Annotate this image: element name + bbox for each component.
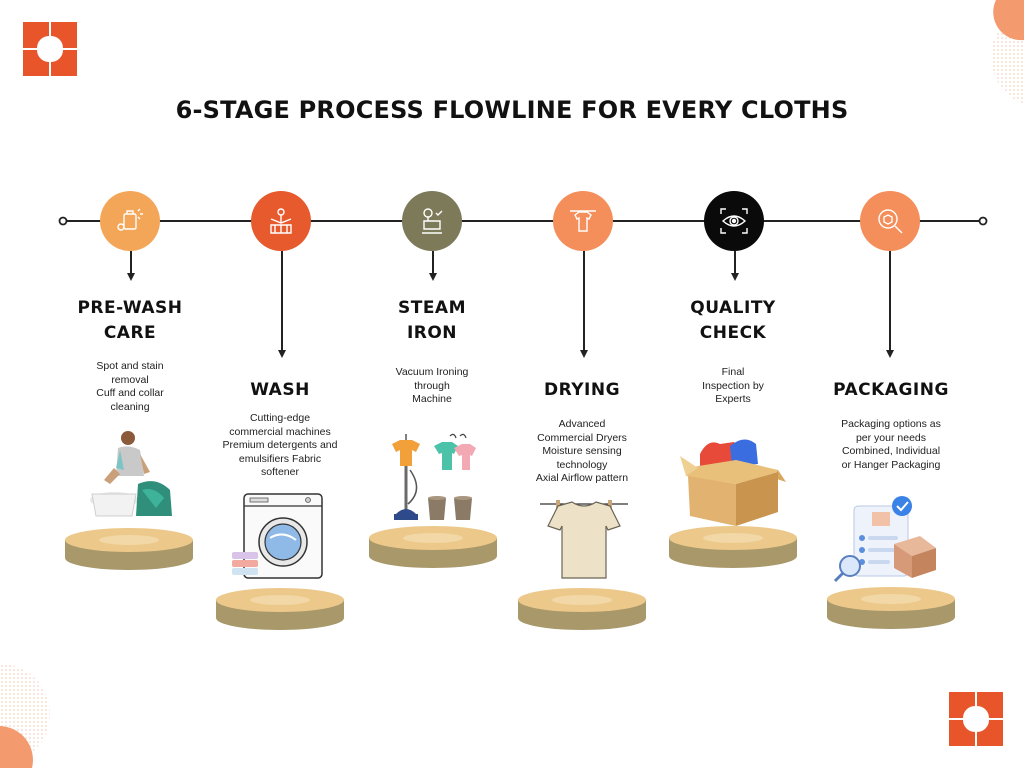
stage-5-circle — [704, 191, 764, 251]
stage-1-circle — [100, 191, 160, 251]
stage-6-arrow — [886, 350, 894, 358]
drying-icon — [570, 210, 596, 232]
stage-4-title: DRYING — [543, 380, 621, 400]
stage-6-connector — [889, 251, 891, 350]
wash-icon — [270, 208, 292, 234]
brand-logo-top-left — [23, 22, 77, 76]
packaging-order-illustration — [833, 496, 936, 583]
washing-machine-illustration — [232, 493, 323, 579]
brand-logo-bottom-right — [949, 692, 1003, 746]
stage-1-arrow — [127, 273, 135, 281]
stage-3-circle — [402, 191, 462, 251]
flow-line — [58, 216, 988, 226]
stage-2-pedestal — [216, 588, 344, 630]
stage-4-arrow — [580, 350, 588, 358]
stage-5-arrow — [731, 273, 739, 281]
stage-1-connector — [130, 251, 132, 273]
packaging-icon — [878, 209, 903, 234]
stage-2-circle — [251, 191, 311, 251]
steam-iron-icon — [422, 208, 443, 234]
stage-1-pedestal — [65, 528, 193, 570]
stage-5-connector — [734, 251, 736, 273]
stage-2-connector — [281, 251, 283, 350]
stage-4-circle — [553, 191, 613, 251]
stage-4-pedestal — [518, 588, 646, 630]
corner-decoration-top-right — [991, 0, 1024, 104]
stage-6-title: PACKAGING — [833, 380, 949, 400]
corner-decoration-bottom-left — [0, 664, 50, 768]
pre-wash-care-icon — [117, 208, 143, 231]
stage-3-pedestal — [369, 526, 497, 568]
stage-3-connector — [432, 251, 434, 273]
page-title: 6-STAGE PROCESS FLOWLINE FOR EVERY CLOTH… — [175, 96, 849, 124]
stage-2-arrow — [278, 350, 286, 358]
worker-washing-illustration — [90, 431, 172, 517]
stage-4-connector — [583, 251, 585, 350]
steam-iron-illustration — [392, 433, 476, 520]
stage-5-pedestal — [669, 526, 797, 568]
quality-check-icon — [720, 208, 748, 234]
clothes-box-illustration — [680, 439, 786, 526]
stage-2-title: WASH — [250, 380, 310, 400]
stage-6-pedestal — [827, 587, 955, 629]
stage-6-circle — [860, 191, 920, 251]
tshirt-drying-illustration — [540, 500, 628, 579]
stage-3-arrow — [429, 273, 437, 281]
